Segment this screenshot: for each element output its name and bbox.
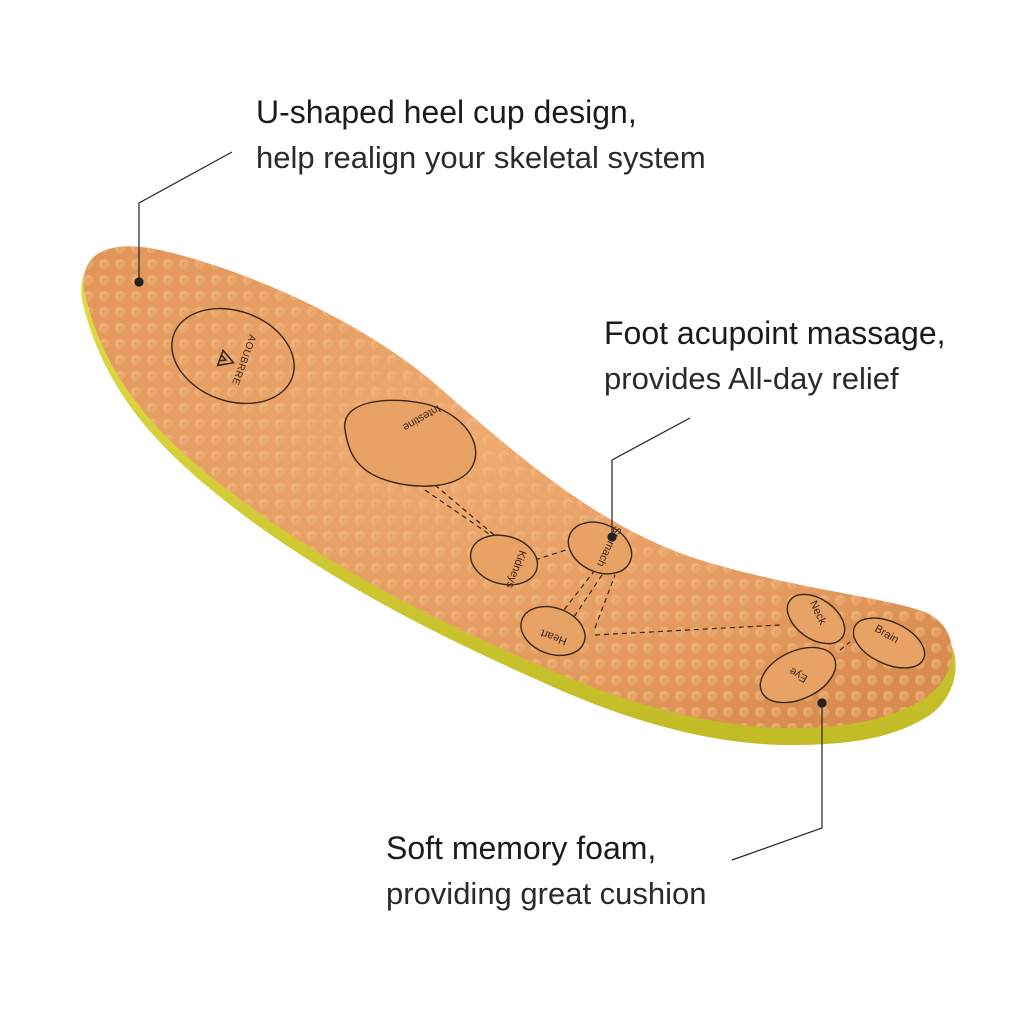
acupoint-neck: Neck [786, 593, 846, 645]
brand-logo-icon [216, 348, 236, 367]
acupoint-brain: Brain [852, 617, 926, 669]
acupoint-detail: provides All-day relief [604, 361, 899, 396]
memory-foam-headline: Soft memory foam, [386, 830, 657, 866]
foam-leader-line [731, 698, 827, 861]
acupoint-headline: Foot acupoint massage, [604, 315, 946, 351]
memory-foam-callout: Soft memory foam, providing great cushio… [386, 828, 707, 914]
acupoint-intestine: Intestine [344, 399, 477, 487]
heel-cup-callout: U-shaped heel cup design, help realign y… [256, 92, 706, 178]
acupoint-heart: Heart [520, 605, 586, 657]
acupoint-connectors [424, 484, 851, 651]
heel-leader-line [134, 151, 233, 287]
insole-texture [83, 246, 953, 729]
brand-badge [171, 307, 295, 405]
heel-cup-headline: U-shaped heel cup design, [256, 94, 637, 130]
acupoint-eye: Eye [759, 646, 837, 704]
acupoint-callout: Foot acupoint massage, provides All-day … [604, 313, 946, 399]
heel-cup-detail: help realign your skeletal system [256, 140, 706, 175]
memory-foam-detail: providing great cushion [386, 876, 707, 911]
acupoint-leader-line [607, 417, 691, 542]
